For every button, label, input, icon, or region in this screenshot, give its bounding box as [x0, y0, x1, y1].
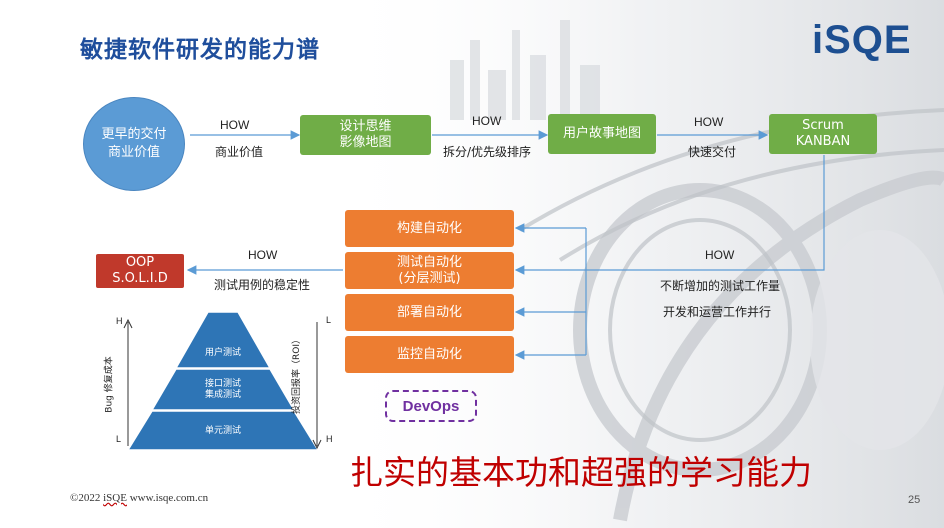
footer-url[interactable]: www.isqe.com.cn	[129, 492, 209, 504]
test-automation-box: 测试自动化(分层测试)	[345, 252, 514, 289]
monitor-automation-box: 监控自动化	[345, 336, 514, 373]
early-delivery-circle: 更早的交付商业价值	[83, 97, 185, 191]
how-label-right: HOW	[705, 248, 735, 262]
bug-cost-axis-label: Bug 修复成本	[104, 356, 115, 413]
roi-high-label: H	[326, 434, 333, 444]
bug-cost-high-label: H	[116, 316, 123, 326]
pyramid-integration-test-label: 接口测试集成测试	[204, 379, 241, 400]
how-label-left: HOW	[248, 248, 278, 262]
design-thinking-box: 设计思维影像地图	[300, 115, 431, 155]
roi-low-label: L	[326, 315, 332, 325]
business-value-label: 商业价值	[215, 145, 264, 159]
bug-cost-low-label: L	[116, 434, 122, 444]
how-label-1: HOW	[220, 118, 250, 132]
build-automation-box: 构建自动化	[345, 210, 514, 247]
isqe-logo: iSQE	[812, 18, 912, 62]
roi-axis-label: 投资回报率（ROI）	[292, 335, 302, 414]
how-label-2: HOW	[472, 114, 502, 128]
how-label-3: HOW	[694, 115, 724, 129]
copyright: ©2022	[70, 492, 101, 504]
user-story-map-box: 用户故事地图	[548, 114, 656, 154]
fast-delivery-label: 快速交付	[688, 145, 737, 159]
page-number: 25	[908, 494, 921, 506]
deploy-automation-box: 部署自动化	[345, 294, 514, 331]
pyramid-unit-test-label: 单元测试	[204, 426, 241, 436]
page-title: 敏捷软件研发的能力谱	[80, 37, 320, 63]
devops-tag: DevOps	[385, 390, 477, 422]
test-stability-label: 测试用例的稳定性	[214, 278, 311, 292]
pyramid-user-test-label: 用户测试	[204, 348, 241, 358]
test-workload-note: 不断增加的测试工作量	[660, 279, 781, 293]
slogan-text: 扎实的基本功和超强的学习能力	[350, 453, 812, 492]
footer-brand: iSQE	[103, 492, 127, 504]
split-priority-label: 拆分/优先级排序	[443, 145, 532, 159]
footer: ©2022 iSQE www.isqe.com.cn	[70, 492, 208, 504]
devops-parallel-note: 开发和运营工作并行	[663, 305, 772, 319]
